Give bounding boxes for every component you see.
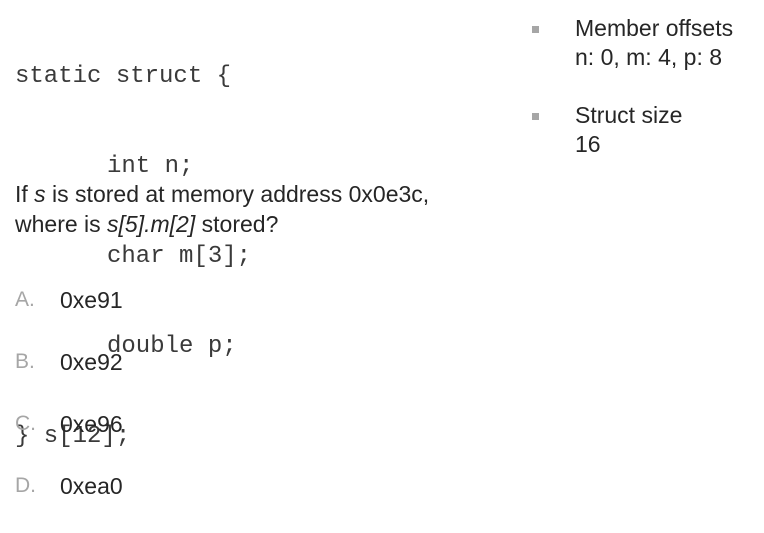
question-text-part: where is — [15, 211, 108, 237]
option-c[interactable]: C. 0xe96 — [15, 409, 123, 471]
question-text-part: If — [15, 181, 35, 207]
code-line: } s[12]; — [15, 423, 131, 450]
answer-options: A. 0xe91 B. 0xe92 C. 0xe96 D. 0xea0 — [15, 285, 123, 533]
option-letter: D. — [15, 474, 36, 497]
option-letter: A. — [15, 288, 35, 311]
code-line: int n; — [107, 153, 194, 180]
hint-title: Member offsets — [575, 15, 734, 41]
option-value: 0xe91 — [60, 287, 123, 313]
hint-list: Member offsets n: 0, m: 4, p: 8 Struct s… — [530, 14, 733, 188]
hint-struct-size: Struct size 16 — [530, 101, 733, 159]
option-letter: C. — [15, 412, 36, 435]
code-line: double p; — [107, 333, 237, 360]
question-text-part: stored? — [195, 211, 279, 237]
option-b[interactable]: B. 0xe92 — [15, 347, 123, 409]
option-a[interactable]: A. 0xe91 — [15, 285, 123, 347]
struct-code-block: static struct { int n; char m[3]; double… — [15, 2, 251, 482]
question-text-part: is stored at memory address 0x0e3c, — [45, 181, 430, 207]
option-value: 0xe92 — [60, 349, 123, 375]
hint-member-offsets: Member offsets n: 0, m: 4, p: 8 — [530, 14, 733, 72]
hint-detail: n: 0, m: 4, p: 8 — [575, 44, 723, 70]
option-letter: B. — [15, 350, 35, 373]
square-bullet-icon — [532, 26, 539, 33]
option-value: 0xea0 — [60, 473, 123, 499]
code-line: char m[3]; — [107, 243, 252, 270]
question-text: If s is stored at memory address 0x0e3c,… — [15, 179, 429, 239]
option-d[interactable]: D. 0xea0 — [15, 471, 123, 533]
question-var: s — [34, 181, 46, 207]
code-line: static struct { — [15, 63, 232, 90]
question-expr: s[5].m[2] — [107, 211, 196, 237]
square-bullet-icon — [532, 113, 539, 120]
hint-title: Struct size — [575, 102, 683, 128]
hint-detail: 16 — [575, 131, 601, 157]
option-value: 0xe96 — [60, 411, 123, 437]
